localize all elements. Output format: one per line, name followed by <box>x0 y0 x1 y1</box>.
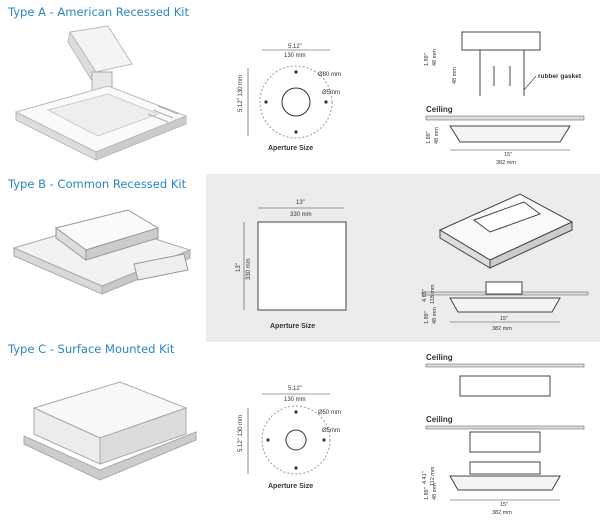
elevation-diagram-type-b: 4.65" 118 mm 1.89" 48 mm 15" 382 mm <box>421 193 589 332</box>
elevation-diagram-type-c: Ceiling Ceiling 4.41" 112 mm 1.89" 48 mm… <box>422 353 585 516</box>
elevation-a-lamp-h-mm: 48 mm <box>434 127 440 144</box>
aperture-b-width-mm: 330 mm <box>290 212 312 218</box>
elevation-b-width-in: 15" <box>500 316 508 322</box>
aperture-b-side-mm: 330 mm <box>246 258 252 280</box>
product-photo-type-b <box>12 209 192 295</box>
elevation-a-top-h-mm: 48 mm <box>432 49 438 66</box>
aperture-c-height: 5.12" 130 mm <box>238 415 244 452</box>
elevation-diagram-type-a: 1.89" 48 mm 48 mm rubber gasket Ceiling … <box>424 31 585 166</box>
section-a-title: Type A - American Recessed Kit <box>8 5 189 19</box>
elevation-a-gasket: rubber gasket <box>538 73 582 80</box>
aperture-a-hole-label: Ø80 mm <box>318 72 341 78</box>
aperture-c-width-in: 5.12" <box>288 386 302 392</box>
elevation-a-top-h2-mm: 48 mm <box>452 67 458 84</box>
product-photo-type-a <box>14 25 188 161</box>
elevation-c-h2-mm: 48 mm <box>432 483 438 500</box>
aperture-diagram-type-c: 5.12" 130 mm 5.12" 130 mm Ø50 mm Ø5mm Ap… <box>238 386 341 490</box>
aperture-a-caption: Aperture Size <box>268 145 313 152</box>
elevation-c-h2-in: 1.89" <box>424 487 430 500</box>
elevation-a-top-h-in: 1.89" <box>424 53 430 66</box>
elevation-b-width-mm: 382 mm <box>492 326 512 332</box>
aperture-a-width-in: 5.12" <box>288 44 302 50</box>
section-c-title: Type C - Surface Mounted Kit <box>8 342 175 356</box>
elevation-c-ceiling-top: Ceiling <box>426 353 453 362</box>
elevation-c-h1-in: 4.41" <box>422 471 428 484</box>
aperture-c-width-mm: 130 mm <box>284 397 306 403</box>
elevation-c-h1-mm: 112 mm <box>430 466 436 486</box>
elevation-b-h2-mm: 48 mm <box>432 307 438 324</box>
elevation-a-lamp-h-in: 1.89" <box>426 131 432 144</box>
aperture-a-height: 5.12" 130 mm <box>238 75 244 112</box>
elevation-a-width-in: 15" <box>504 152 512 158</box>
elevation-c-ceiling-bottom: Ceiling <box>426 415 453 424</box>
elevation-c-width-in: 15" <box>500 502 508 508</box>
aperture-b-width-in: 13" <box>296 200 305 206</box>
aperture-c-caption: Aperture Size <box>268 483 313 490</box>
elevation-a-ceiling: Ceiling <box>426 105 453 114</box>
aperture-b-caption: Aperture Size <box>270 323 315 330</box>
aperture-b-side-in: 13" <box>236 263 242 272</box>
aperture-c-hole-label: Ø50 mm <box>318 410 341 416</box>
section-b-title: Type B - Common Recessed Kit <box>8 177 187 191</box>
elevation-b-h2-in: 1.89" <box>424 311 430 324</box>
aperture-c-small-hole-label: Ø5mm <box>322 428 340 434</box>
product-photo-type-c <box>23 381 197 481</box>
aperture-a-width-mm: 130 mm <box>284 53 306 59</box>
aperture-diagram-type-a: 5.12" 130 mm 5.12" 130 mm Ø80 mm Ø5mm Ap… <box>238 44 341 152</box>
elevation-a-width-mm: 382 mm <box>496 160 516 166</box>
aperture-diagram-type-b: 13" 330 mm 13" 330 mm Aperture Size <box>236 200 347 330</box>
elevation-b-h1-mm: 118 mm <box>430 284 436 304</box>
elevation-b-h1-in: 4.65" <box>422 289 428 302</box>
elevation-c-width-mm: 382 mm <box>492 510 512 516</box>
aperture-a-small-hole-label: Ø5mm <box>322 90 340 96</box>
